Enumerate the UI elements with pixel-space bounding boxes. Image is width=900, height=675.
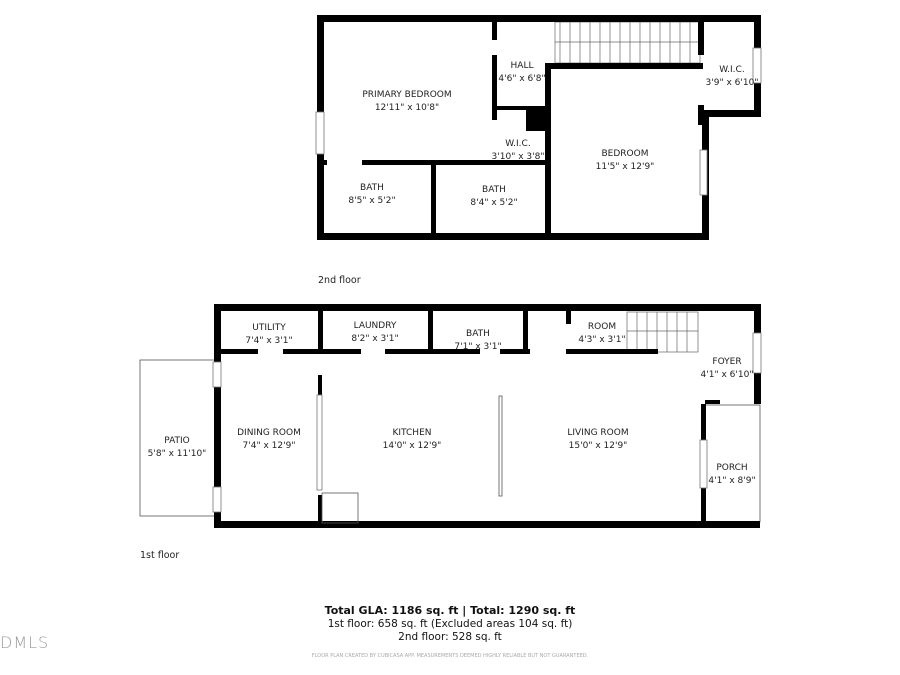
room-size: 12'11" x 10'8" [375,103,439,113]
floor-label-1st: 1st floor [140,550,179,561]
room-name: BEDROOM [602,149,649,159]
total-area: Total GLA: 1186 sq. ft | Total: 1290 sq.… [324,604,576,617]
stairs-2nd [554,21,701,64]
room-name: LAUNDRY [354,321,397,331]
room-name: DINING ROOM [237,428,301,438]
room-name: LIVING ROOM [567,428,628,438]
room-name: PORCH [716,463,747,473]
room-size: 7'4" x 3'1" [245,336,292,346]
room-name: FOYER [712,357,741,367]
room-size: 7'1" x 3'1" [454,342,501,352]
room-size: 15'0" x 12'9" [569,441,628,451]
room-size: 11'5" x 12'9" [596,162,655,172]
room-size: 3'10" x 3'8" [492,152,545,162]
room-size: 3'9" x 6'10" [706,78,759,88]
room-size: 4'6" x 6'8" [498,74,545,84]
room-name: W.I.C. [505,139,530,149]
second-floor-area: 2nd floor: 528 sq. ft [398,631,502,643]
room-name: BATH [482,185,506,195]
watermark-logo: DMLS [0,633,50,652]
room-size: 7'4" x 12'9" [243,441,296,451]
room-size: 14'0" x 12'9" [383,441,442,451]
room-size: 5'8" x 11'10" [148,449,207,459]
room-size: 4'3" x 3'1" [578,335,625,345]
room-name: BATH [360,183,384,193]
room-size: 4'1" x 6'10" [701,370,754,380]
disclaimer: FLOOR PLAN CREATED BY CUBICASA APP. MEAS… [311,653,589,659]
room-size: 8'4" x 5'2" [470,198,517,208]
room-size: 8'5" x 5'2" [348,196,395,206]
floor-label-2nd: 2nd floor [318,275,361,286]
stairs-1st [626,311,699,353]
room-name: W.I.C. [719,65,744,75]
room-name: HALL [511,61,534,71]
first-floor-plan: UTILITY 7'4" x 3'1" LAUNDRY 8'2" x 3'1" … [139,304,762,561]
room-name: UTILITY [252,323,286,333]
room-name: PRIMARY BEDROOM [362,90,451,100]
room-name: BATH [466,329,490,339]
first-floor-area: 1st floor: 658 sq. ft (Excluded areas 10… [327,618,573,630]
second-floor-plan: PRIMARY BEDROOM 12'11" x 10'8" HALL 4'6"… [315,15,762,286]
room-name: ROOM [588,322,616,332]
room-size: 4'1" x 8'9" [708,476,755,486]
walls-1st [212,304,762,528]
room-size: 8'2" x 3'1" [351,334,398,344]
room-name: PATIO [164,436,190,446]
walls-2nd [315,15,762,240]
room-name: KITCHEN [393,428,432,438]
